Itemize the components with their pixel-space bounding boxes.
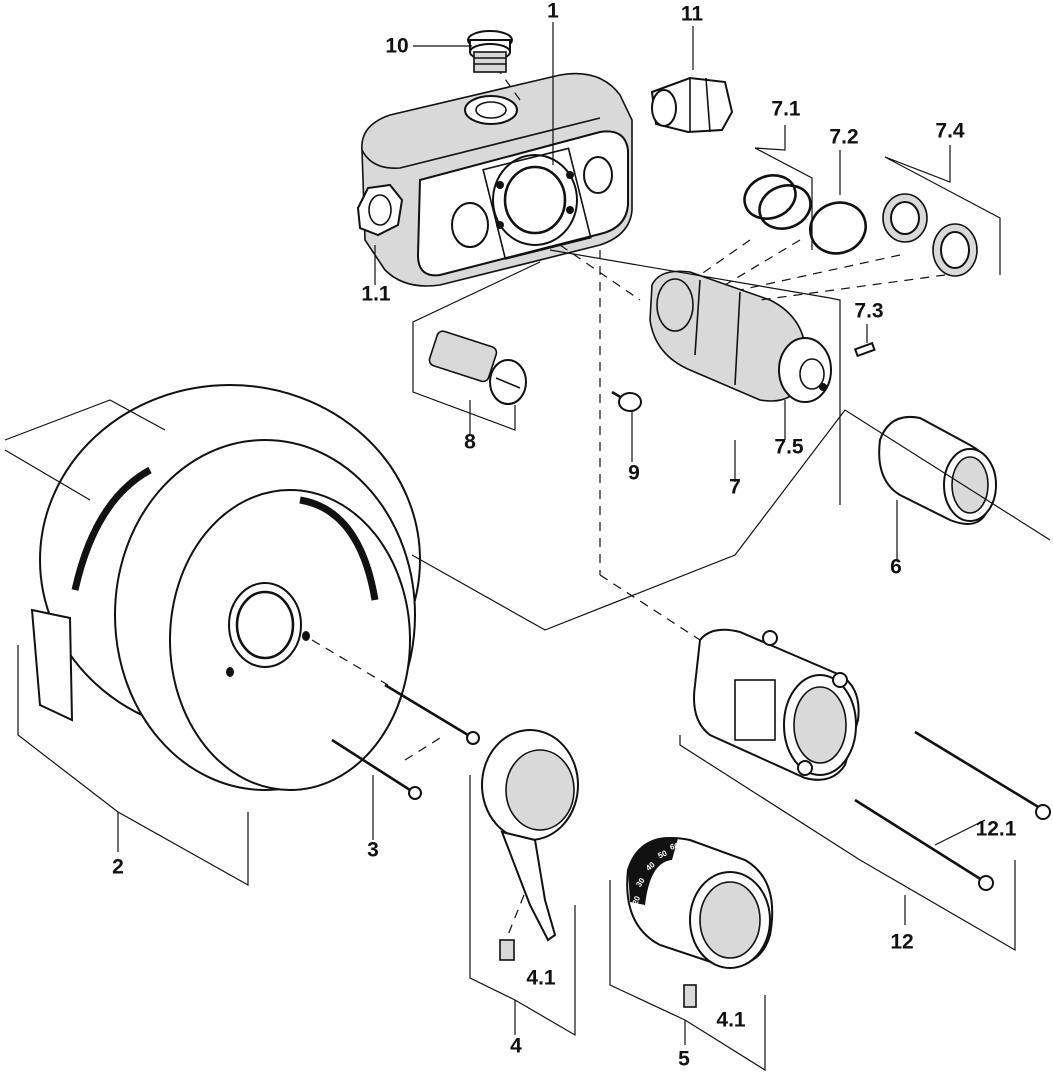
union-fitting-part-11 <box>650 76 734 134</box>
plug-part-10 <box>467 30 513 73</box>
dial-mark-60: 60 <box>669 841 680 852</box>
callout-12-1: 12.1 <box>975 817 1017 841</box>
callout-7-1: 7.1 <box>771 97 801 121</box>
valve-body-part-1 <box>356 72 633 287</box>
thermostat-cartridge-part-7 <box>649 270 832 403</box>
screw-part-9 <box>611 390 642 412</box>
callout-7: 7 <box>729 475 741 499</box>
o-rings-part-7-1 <box>743 174 812 230</box>
callout-5: 5 <box>678 1047 690 1071</box>
callout-1-1: 1.1 <box>361 282 391 306</box>
long-screws-part-12-1 <box>854 730 1051 891</box>
callout-4: 4 <box>510 1034 522 1058</box>
temperature-knob-part-5 <box>626 837 774 1008</box>
callout-1: 1 <box>547 0 559 23</box>
callout-9: 9 <box>628 461 640 485</box>
screws-part-3 <box>331 683 480 800</box>
callout-2: 2 <box>112 855 124 879</box>
filter-sleeves-part-7-4 <box>882 193 978 277</box>
callout-7-4: 7.4 <box>935 119 965 143</box>
callout-11: 11 <box>680 2 704 26</box>
callout-7-3: 7.3 <box>854 299 884 323</box>
alignment-dashed-lines <box>311 71 946 936</box>
dial-mark-30: 30 <box>634 876 647 889</box>
callout-10: 10 <box>385 34 409 58</box>
leader-lines <box>4 22 1051 1072</box>
callout-3: 3 <box>367 838 379 862</box>
mounting-frame-part-12 <box>693 628 860 781</box>
pin-part-7-3 <box>853 341 876 358</box>
strainer-part-8 <box>428 330 527 405</box>
callout-4-1-lever: 4.1 <box>526 966 556 990</box>
callout-6: 6 <box>890 555 902 579</box>
callout-4-1-knob: 4.1 <box>716 1008 746 1032</box>
sleeve-part-6 <box>878 416 997 525</box>
callout-8: 8 <box>464 430 476 454</box>
wall-plate-part-2 <box>30 384 421 791</box>
dial-scale: 20 30 40 50 60 <box>628 838 708 918</box>
lever-part-4 <box>481 729 579 961</box>
callout-7-5: 7.5 <box>774 435 804 459</box>
callout-12: 12 <box>890 930 914 954</box>
dial-mark-50: 50 <box>656 848 669 861</box>
dial-mark-40: 40 <box>644 860 657 873</box>
dial-mark-20: 20 <box>630 894 643 907</box>
o-ring-part-7-2 <box>809 201 867 255</box>
callout-7-2: 7.2 <box>829 125 859 149</box>
